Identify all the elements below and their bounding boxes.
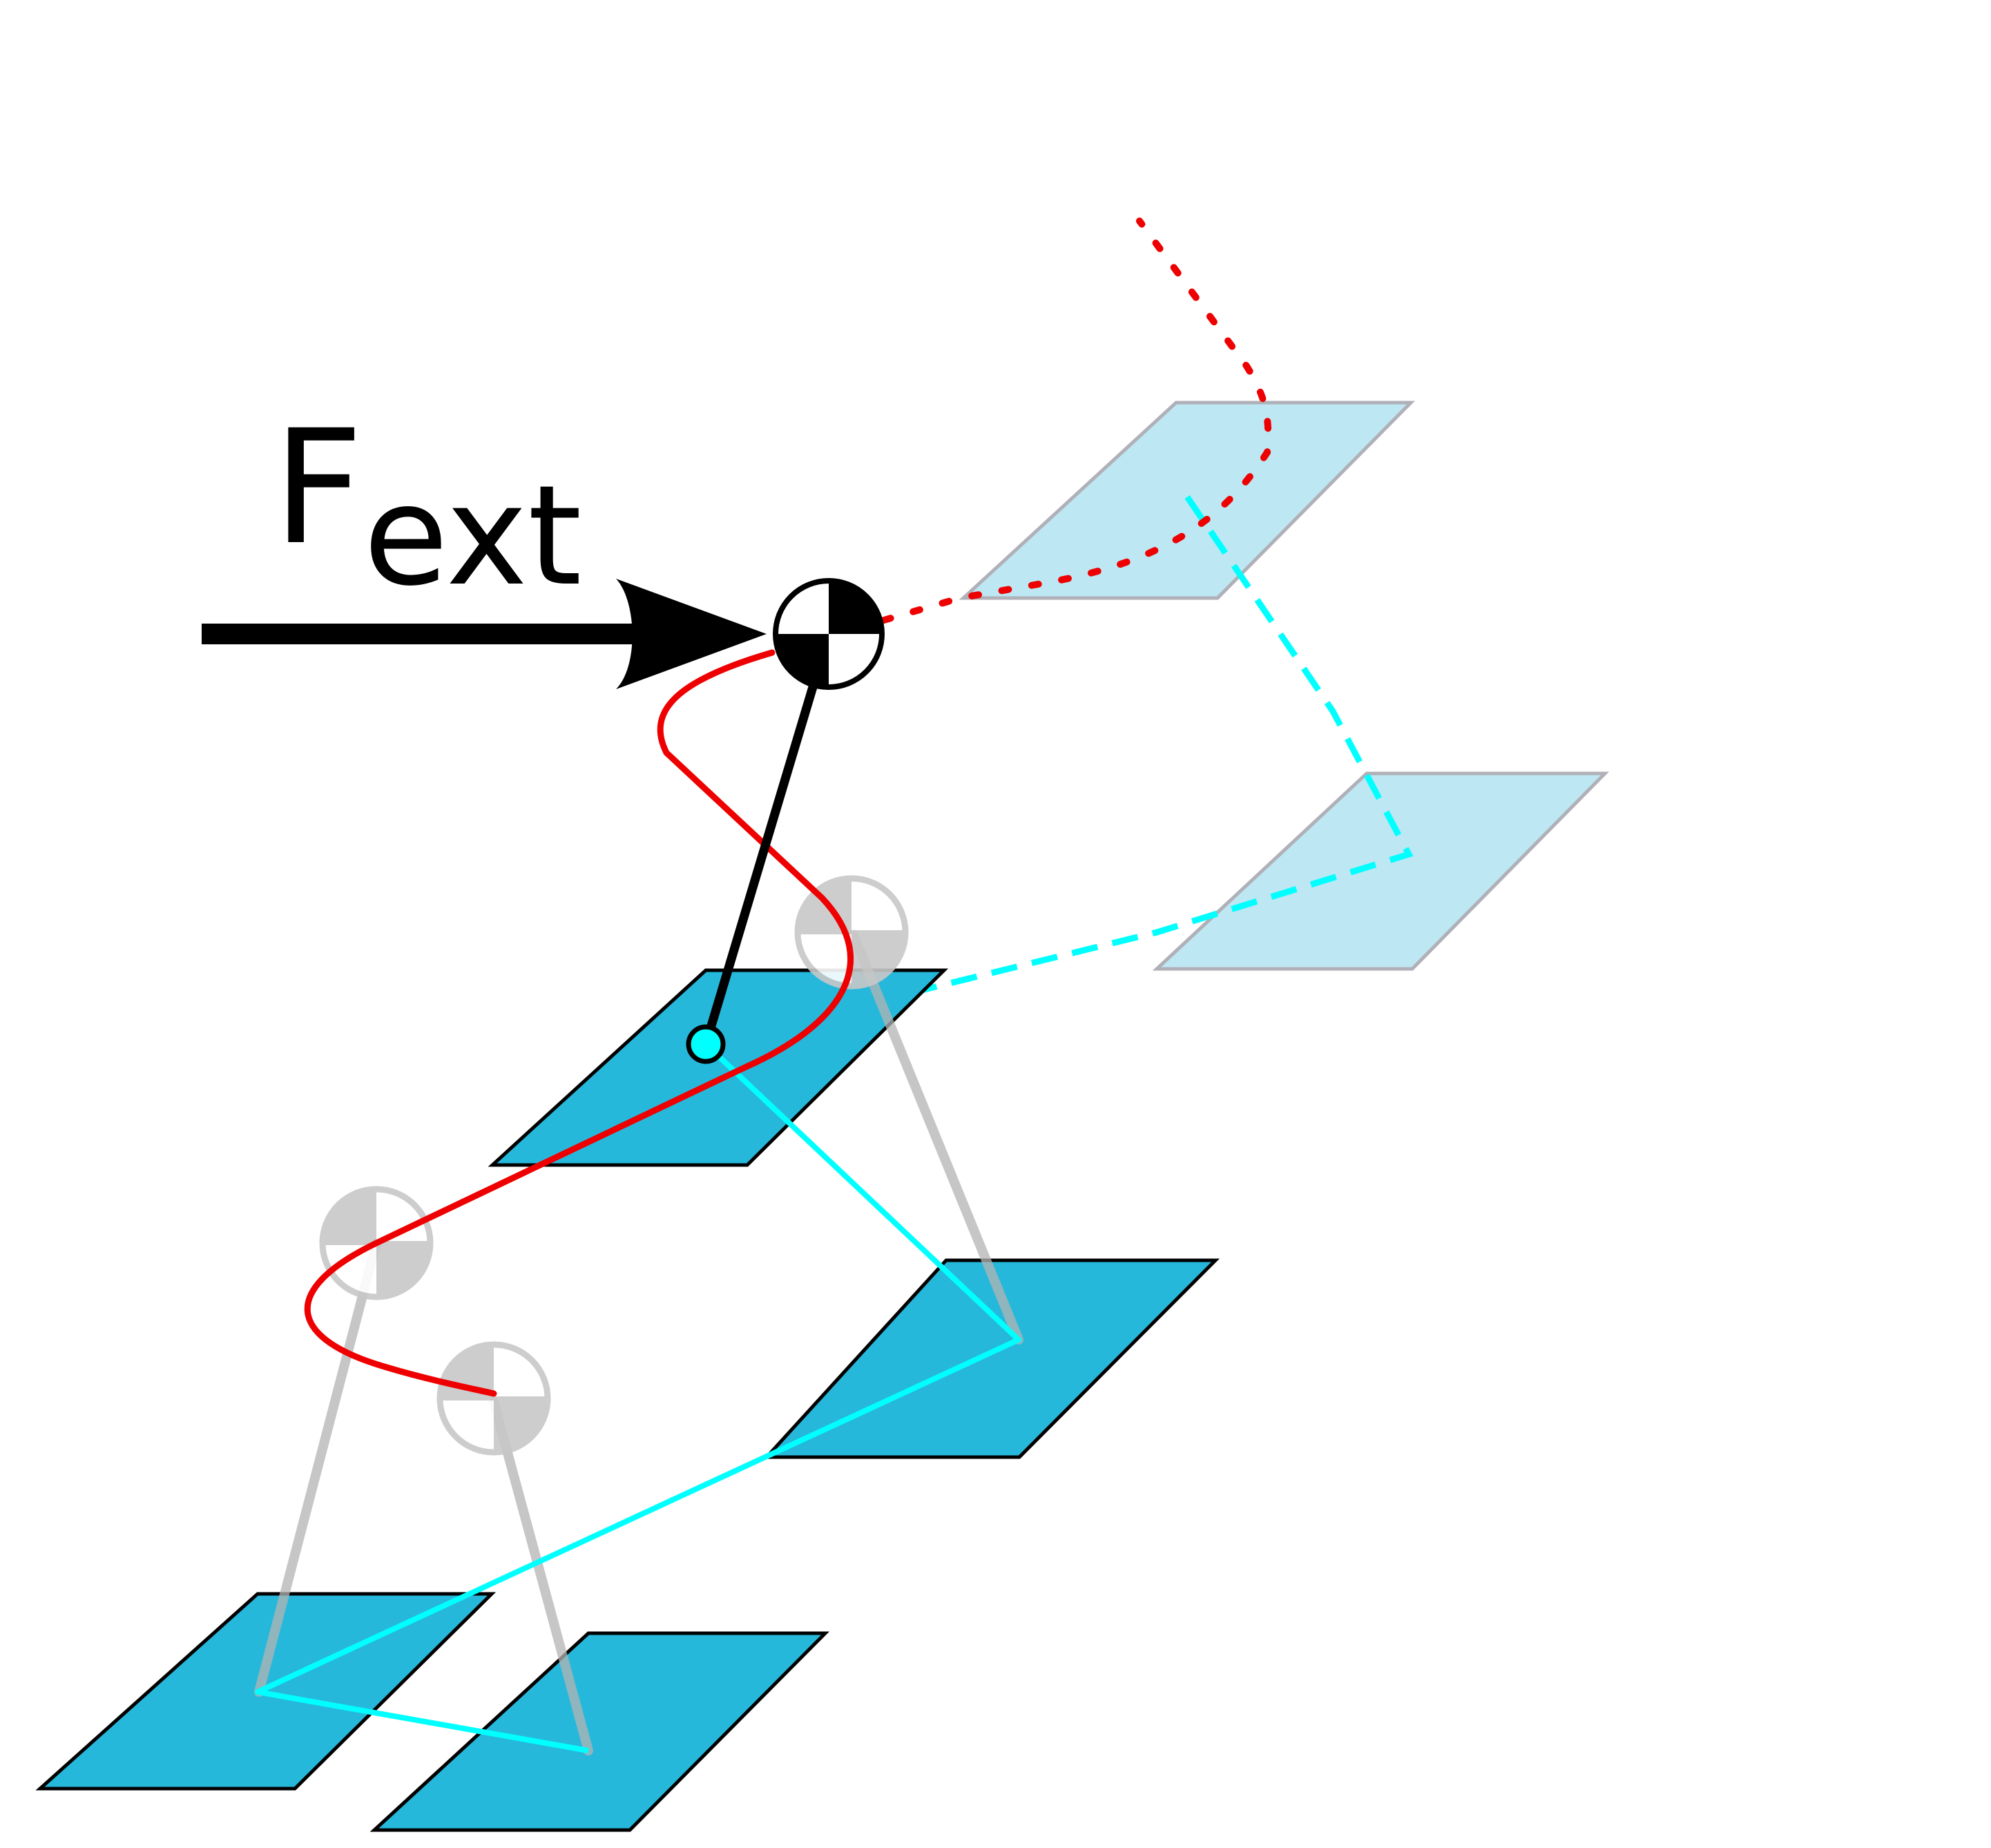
ghost-legs [254, 929, 1023, 1755]
force-label-main: F [273, 396, 363, 579]
external-force-arrow [202, 579, 767, 689]
executed-cop-path [255, 1042, 1021, 1753]
com-marker [773, 578, 885, 690]
ghost-leg-second [848, 929, 1023, 1345]
planned-footsteps [959, 401, 1609, 971]
planned-footstep-lower [1152, 771, 1609, 971]
executed-footsteps [35, 968, 1220, 1832]
ghost-leg-left [254, 1238, 381, 1697]
force-label-subscript: ext [363, 456, 581, 617]
planned-cop-path [749, 494, 1414, 1038]
stance-leg [701, 629, 834, 1049]
com-trajectory [304, 649, 854, 1397]
force-label: Fext [273, 396, 581, 617]
force-arrow-head [616, 579, 767, 689]
planned-com-trajectory [881, 218, 1272, 624]
current-cop-point [686, 1024, 726, 1064]
ghost-com-marker-2 [436, 1341, 551, 1456]
ghost-leg-right [489, 1397, 593, 1755]
footstep-right-start [369, 1631, 830, 1832]
footstep-second [762, 1258, 1220, 1459]
